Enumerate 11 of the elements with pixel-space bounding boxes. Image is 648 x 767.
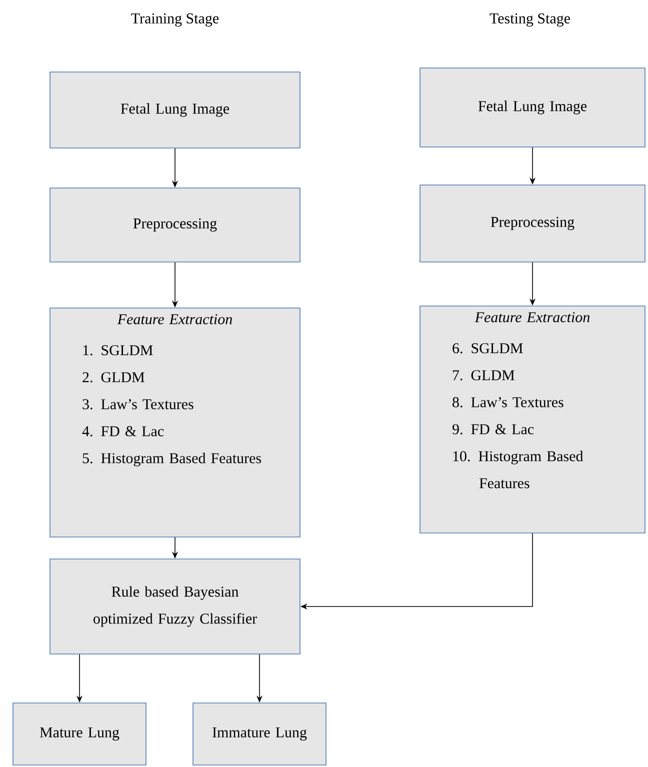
process-box: Preprocessing [50,188,300,262]
process-box: Mature Lung [12,702,146,766]
process-box: Feature Extraction 6. SGLDM 7. GLDM 8. Law’s Textures 9. FD & Lac 10. Histogram Based Features [420,306,646,534]
process-box: Fetal Lung Image [420,68,646,148]
process-box: Preprocessing [420,184,646,262]
process-box: Fetal Lung Image [50,72,300,148]
stage-heading: Training Stage [131,13,219,27]
process-box: Immature Lung [192,702,326,766]
process-box: Feature Extraction 1. SGLDM 2. GLDM 3. Law’s Textures 4. FD & Lac 5. Histogram Based Features [50,308,300,538]
stage-heading: Testing Stage [490,13,570,27]
process-box: Rule based Bayesian optimized Fuzzy Classifier [50,558,300,654]
